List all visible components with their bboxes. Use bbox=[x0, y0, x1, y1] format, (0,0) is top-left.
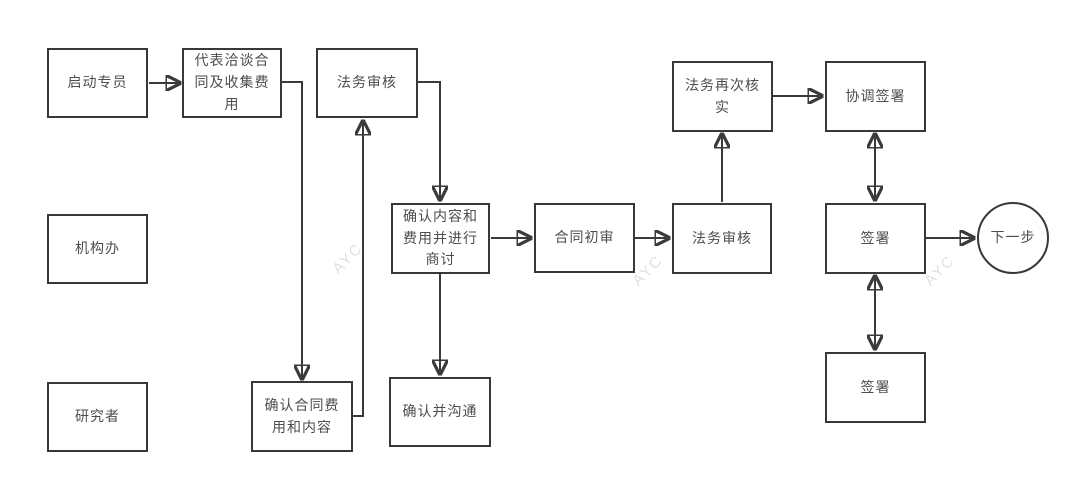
node-sign-1: 签署 bbox=[825, 203, 926, 274]
node-contract-initial-review: 合同初审 bbox=[534, 203, 635, 273]
node-legal-review-1: 法务审核 bbox=[316, 48, 418, 118]
node-negotiate-contract-collect-fees: 代表洽谈合同及收集费用 bbox=[182, 48, 282, 118]
node-legal-recheck: 法务再次核实 bbox=[672, 61, 773, 132]
node-confirm-content-fees-discuss: 确认内容和费用并进行商讨 bbox=[391, 203, 490, 274]
node-researcher: 研究者 bbox=[47, 382, 148, 452]
edge-legal1-to-discuss bbox=[418, 81, 440, 199]
node-legal-review-2: 法务审核 bbox=[672, 203, 772, 274]
node-confirm-and-communicate: 确认并沟通 bbox=[389, 377, 491, 447]
edge-negotiate-to-confirm-fees bbox=[282, 81, 302, 378]
node-coordinate-signing: 协调签署 bbox=[825, 61, 926, 132]
node-next-step: 下一步 bbox=[977, 202, 1049, 274]
node-sign-2: 签署 bbox=[825, 352, 926, 423]
node-institution-office: 机构办 bbox=[47, 214, 148, 284]
node-startup-specialist: 启动专员 bbox=[47, 48, 148, 118]
node-confirm-contract-fees-content: 确认合同费用和内容 bbox=[251, 381, 353, 452]
edge-confirm-fees-to-legal1 bbox=[353, 122, 363, 417]
